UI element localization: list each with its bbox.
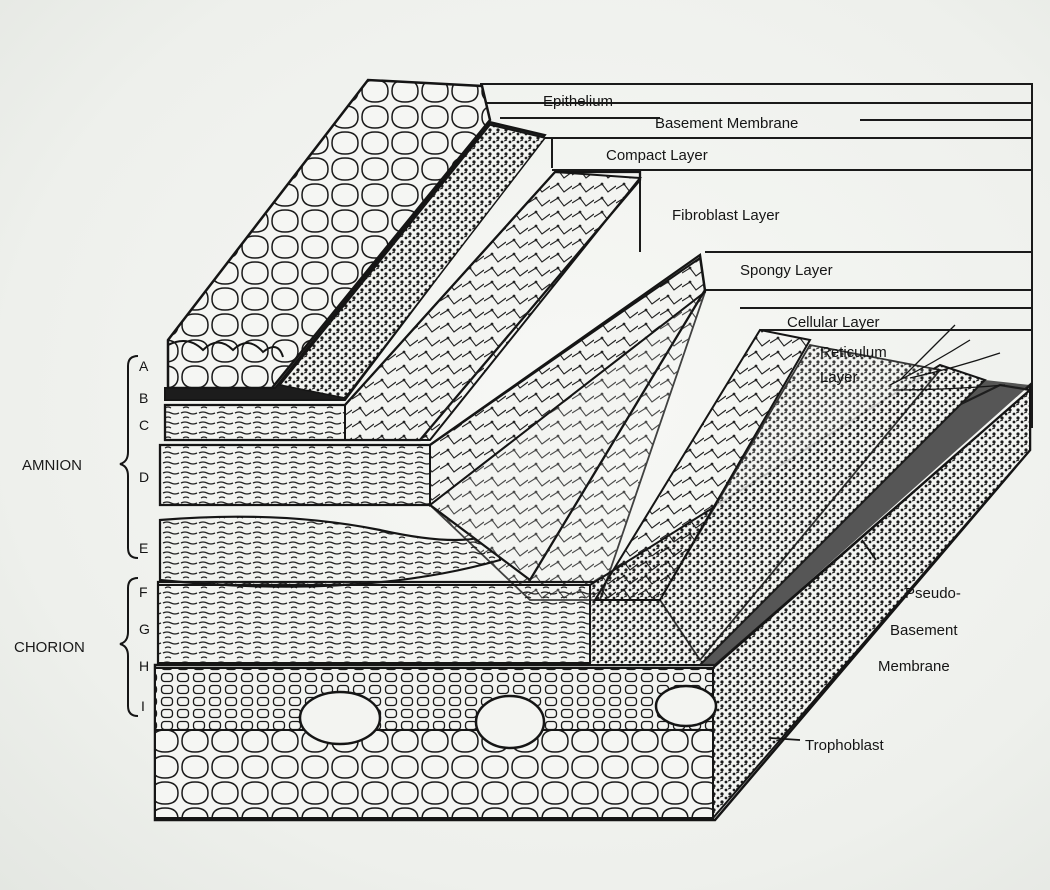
label-compact-layer: Compact Layer	[606, 147, 708, 164]
label-reticulum-line2: Layer	[820, 369, 858, 386]
letter-i: I	[141, 698, 145, 714]
chorion-brace	[120, 578, 138, 716]
letter-d: D	[139, 469, 149, 485]
label-spongy-layer: Spongy Layer	[740, 262, 833, 279]
letter-e: E	[139, 540, 148, 556]
letter-b: B	[139, 390, 148, 406]
label-pseudo-line1: Pseudo-	[905, 585, 961, 602]
amnion-spongy-band	[160, 517, 500, 587]
label-trophoblast: Trophoblast	[805, 737, 884, 754]
letter-f: F	[139, 584, 148, 600]
letter-g: G	[139, 621, 150, 637]
group-braces	[120, 356, 138, 716]
group-label-amnion: AMNION	[22, 457, 82, 474]
label-reticulum-line1: Reticulum	[820, 344, 887, 361]
letter-c: C	[139, 417, 149, 433]
label-basement-membrane: Basement Membrane	[655, 115, 798, 132]
label-fibroblast-layer: Fibroblast Layer	[672, 207, 780, 224]
group-label-chorion: CHORION	[14, 639, 85, 656]
label-pseudo-line2: Basement	[890, 622, 958, 639]
layer-letters: A B C D E F G H I	[139, 358, 150, 714]
label-cellular-layer: Cellular Layer	[787, 314, 880, 331]
letter-a: A	[139, 358, 149, 374]
label-pseudo-line3: Membrane	[878, 658, 950, 675]
label-epithelium: Epithelium	[543, 93, 613, 110]
amnion-brace	[120, 356, 138, 558]
letter-h: H	[139, 658, 149, 674]
